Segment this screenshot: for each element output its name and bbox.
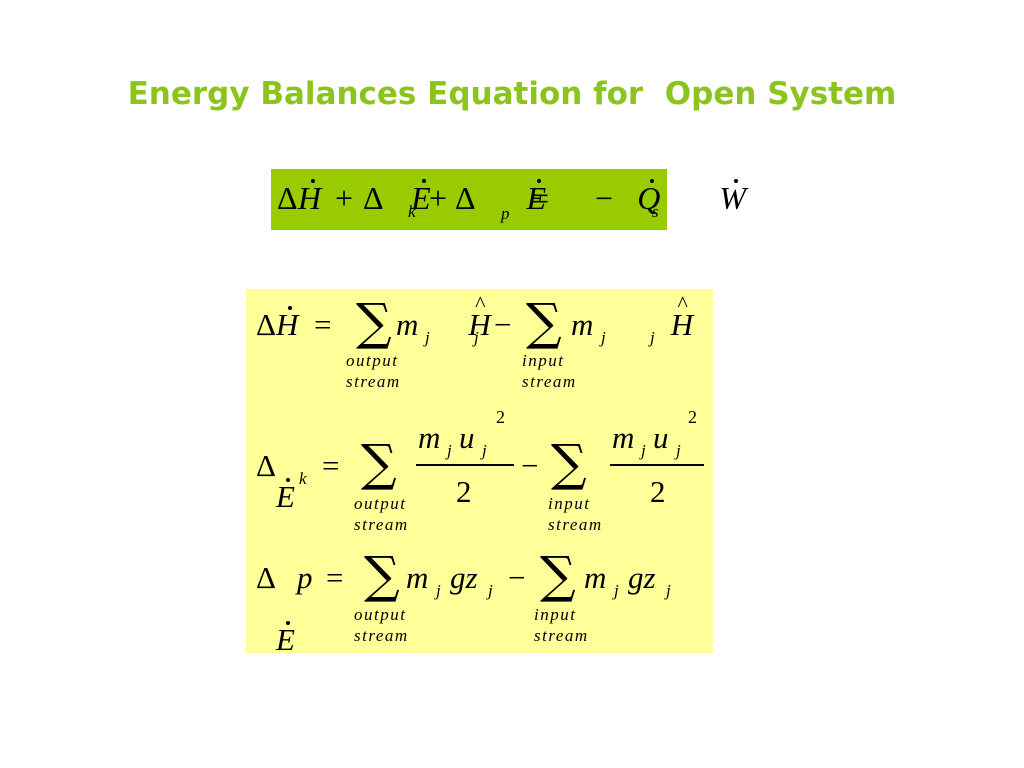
specific-enthalpy-h-hat: H (468, 293, 490, 340)
mass-flow-m: m (406, 560, 429, 595)
energy-terms-box: Δ H = ∑ m j H j − ∑ m j H j output strea… (246, 289, 713, 655)
equals-sign: = (322, 448, 340, 483)
output-label: output (346, 351, 399, 370)
ep-dot-symbol: E (276, 621, 295, 657)
mass-flow-m: m (396, 307, 419, 342)
velocity-u: u (459, 420, 475, 455)
subscript-j: j (482, 441, 487, 460)
subscript-j: j (447, 441, 452, 460)
subscript-j: j (474, 328, 479, 347)
minus-sign: − (494, 307, 512, 342)
output-summation-sigma: ∑ (364, 546, 400, 604)
ek-dot-symbol: E (411, 179, 431, 216)
plus-sign: + (429, 180, 448, 216)
stream-label: stream (548, 515, 603, 534)
subscript-k: k (299, 469, 307, 488)
input-label: input (548, 494, 591, 513)
equals-sign: = (531, 180, 550, 216)
input-summation-sigma: ∑ (526, 293, 562, 351)
potential-energy-change-equation: Δ E p = ∑ m j gz j − ∑ m j gz j output s… (246, 351, 713, 655)
input-summation-sigma: ∑ (540, 546, 576, 604)
specific-enthalpy-h-hat: H (671, 293, 693, 340)
denominator-2: 2 (456, 474, 472, 509)
subscript-p: p (501, 204, 510, 223)
subscript-j: j (641, 441, 646, 460)
subscript-j: j (425, 328, 430, 347)
plus-sign: + (335, 180, 354, 216)
velocity-u: u (653, 420, 669, 455)
exponent-2: 2 (496, 407, 505, 427)
exponent-2: 2 (688, 407, 697, 427)
input-label: input (522, 351, 565, 370)
gz-symbol: gz (628, 560, 656, 595)
delta-symbol: Δ (256, 448, 276, 483)
q-dot-symbol: Q (637, 179, 661, 216)
stream-label: stream (354, 626, 409, 645)
stream-label: stream (522, 372, 577, 391)
gz-symbol: gz (450, 560, 478, 595)
slide-title: Energy Balances Equation for Open System (127, 76, 897, 112)
main-energy-balance-equation: Δ H + Δ E k + Δ E p = Q − W s (271, 169, 746, 230)
output-summation-sigma: ∑ (356, 293, 392, 351)
delta-symbol: Δ (256, 560, 276, 595)
kinetic-energy-change-equation: Δ E k = ∑ m j u j 2 2 − ∑ m j u j 2 2 ou… (246, 320, 713, 533)
stream-label: stream (346, 372, 401, 391)
fraction-bar (610, 464, 704, 466)
equals-sign: = (326, 560, 344, 595)
subscript-j: j (666, 581, 671, 600)
output-label: output (354, 605, 407, 624)
mass-flow-m: m (612, 420, 635, 455)
minus-sign: − (595, 180, 614, 216)
subscript-j: j (488, 581, 493, 600)
h-dot-symbol: H (298, 179, 322, 216)
mass-flow-m: m (584, 560, 607, 595)
output-label: output (354, 494, 407, 513)
delta-symbol: Δ (363, 180, 384, 216)
mass-flow-m: m (418, 420, 441, 455)
enthalpy-change-equation: Δ H = ∑ m j H j − ∑ m j H j output strea… (246, 289, 713, 390)
delta-symbol: Δ (256, 307, 276, 342)
subscript-k: k (408, 202, 416, 221)
p-symbol: p (297, 560, 313, 595)
stream-label: stream (354, 515, 409, 534)
delta-symbol: Δ (277, 180, 298, 216)
subscript-s: s (652, 202, 659, 221)
subscript-j: j (436, 581, 441, 600)
minus-sign: − (508, 560, 526, 595)
mass-flow-m: m (571, 307, 594, 342)
output-summation-sigma: ∑ (361, 434, 397, 492)
h-dot-symbol: H (276, 306, 299, 342)
input-label: input (534, 605, 577, 624)
equals-sign: = (314, 307, 332, 342)
subscript-j: j (650, 328, 655, 347)
denominator-2: 2 (650, 474, 666, 509)
subscript-j: j (601, 328, 606, 347)
fraction-bar (416, 464, 514, 466)
minus-sign: − (521, 448, 539, 483)
stream-label: stream (534, 626, 589, 645)
delta-symbol: Δ (455, 180, 476, 216)
ek-dot-symbol: E (276, 478, 295, 514)
subscript-j: j (614, 581, 619, 600)
subscript-j: j (676, 441, 681, 460)
w-dot-symbol: W (719, 179, 746, 216)
ep-dot-symbol: E (526, 179, 547, 216)
input-summation-sigma: ∑ (551, 434, 587, 492)
